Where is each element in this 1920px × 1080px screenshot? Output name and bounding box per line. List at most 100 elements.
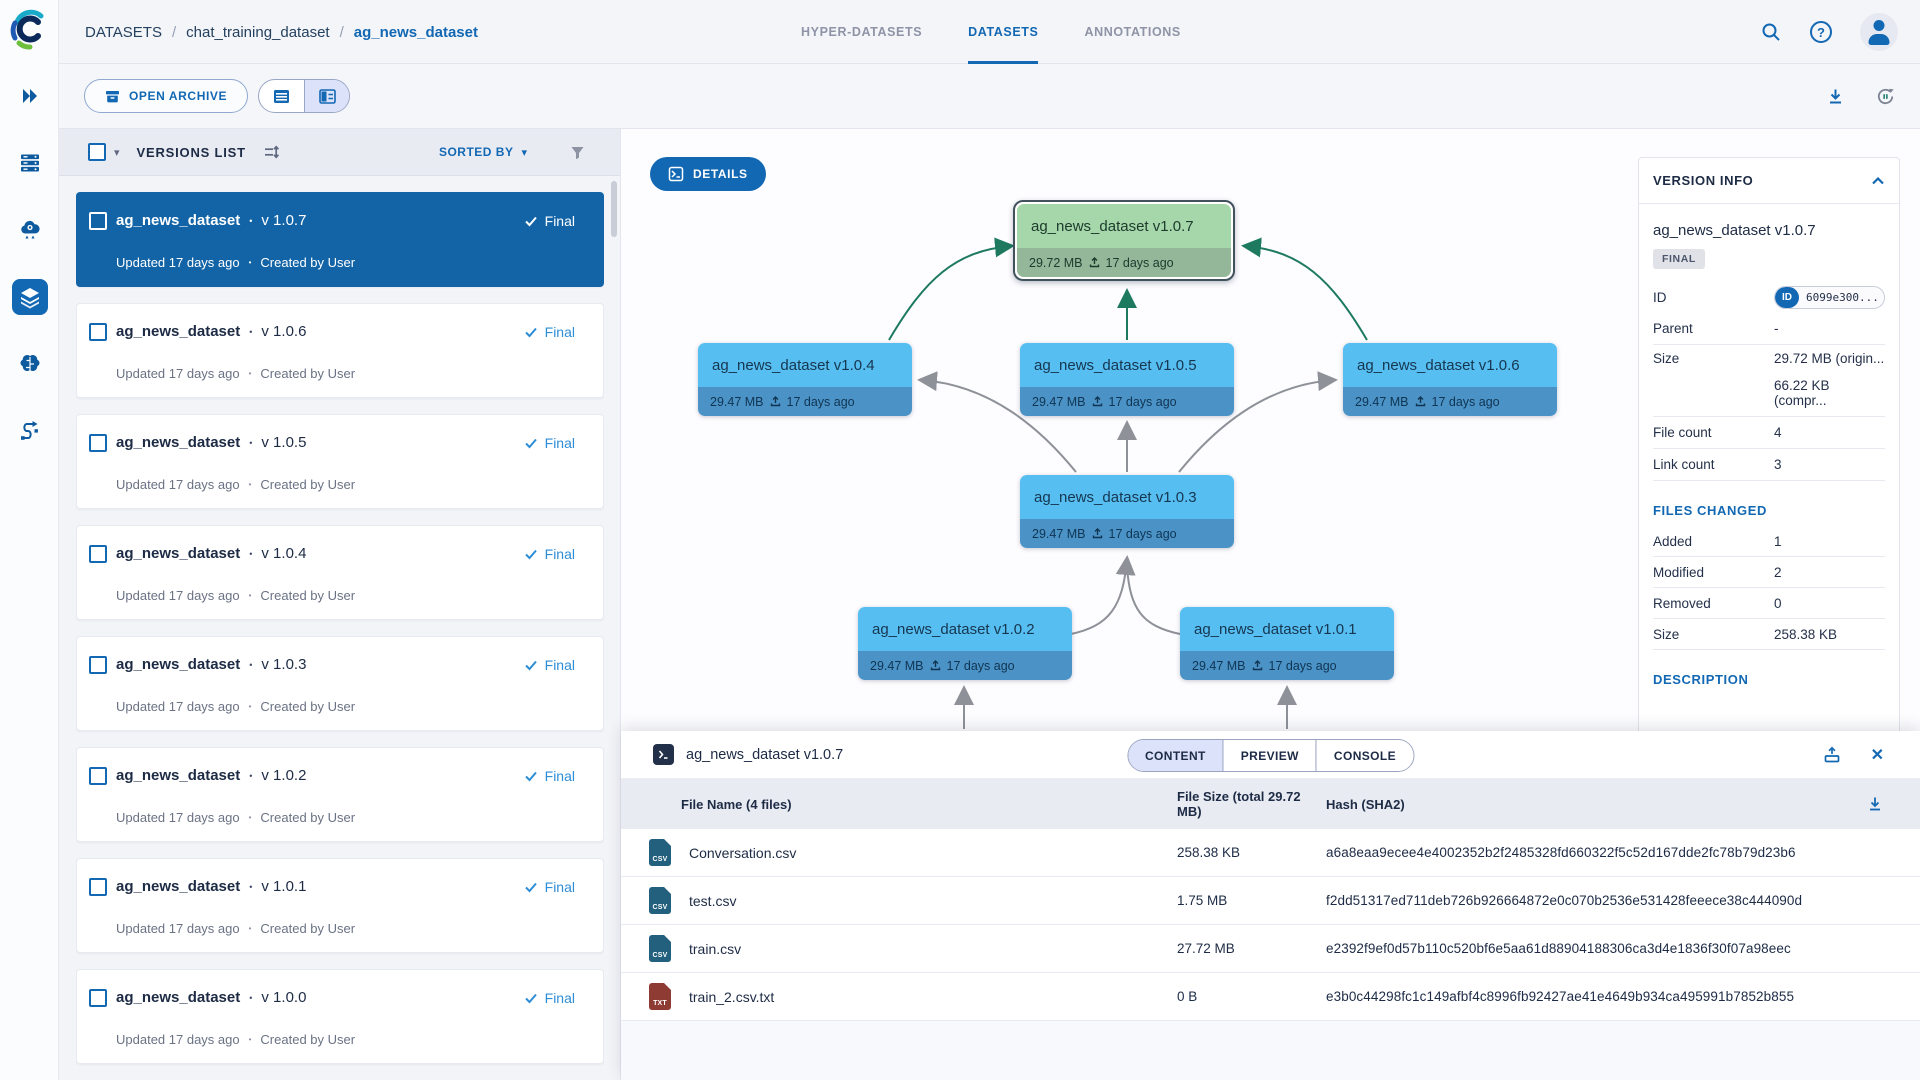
version-card-v1-0-2[interactable]: ag_news_dataset•v 1.0.2 Final Updated 17…: [76, 747, 604, 842]
sorted-by-button[interactable]: SORTED BY: [438, 145, 514, 159]
version-checkbox[interactable]: [89, 434, 107, 452]
check-icon: [524, 438, 537, 449]
breadcrumb-project[interactable]: chat_training_dataset: [186, 23, 330, 41]
column-hash[interactable]: Hash (SHA2): [1326, 796, 1405, 812]
open-archive-button[interactable]: OPEN ARCHIVE: [84, 79, 249, 113]
download-files-icon[interactable]: [1866, 795, 1884, 813]
version-checkbox[interactable]: [89, 878, 107, 896]
check-icon: [524, 216, 537, 227]
upload-icon: [930, 660, 940, 671]
select-all-caret-icon[interactable]: ▾: [114, 146, 120, 159]
upload-icon: [1092, 396, 1102, 407]
tab-preview[interactable]: PREVIEW: [1222, 740, 1316, 771]
column-file-size[interactable]: File Size (total 29.72 MB): [1177, 789, 1301, 819]
node-size: 29.72 MB: [1029, 255, 1083, 270]
tab-annotations[interactable]: ANNOTATIONS: [1084, 25, 1181, 39]
version-checkbox[interactable]: [89, 767, 107, 785]
status-badge: Final: [524, 324, 575, 340]
sidebar-item-models[interactable]: [12, 346, 48, 382]
breadcrumb-dataset[interactable]: ag_news_dataset: [353, 23, 478, 41]
upload-icon: [1252, 660, 1262, 671]
breadcrumb-datasets[interactable]: DATASETS: [85, 23, 162, 41]
column-file-name[interactable]: File Name (4 files): [681, 796, 792, 812]
node-label: ag_news_dataset v1.0.1: [1180, 607, 1394, 651]
version-card-v1-0-0[interactable]: ag_news_dataset•v 1.0.0 Final Updated 17…: [76, 969, 604, 1064]
table-view-toggle[interactable]: [259, 80, 304, 112]
file-size: 27.72 MB: [1177, 941, 1235, 956]
search-icon[interactable]: [1760, 21, 1782, 43]
node-size: 29.47 MB: [870, 658, 924, 673]
close-icon[interactable]: ✕: [1870, 747, 1884, 764]
sort-order-icon[interactable]: [262, 143, 280, 161]
versions-list-title: VERSIONS LIST: [136, 144, 246, 160]
details-button[interactable]: DETAILS: [650, 157, 766, 191]
auto-refresh-icon[interactable]: [1875, 86, 1896, 107]
version-number: v 1.0.0: [261, 989, 307, 1006]
version-card-v1-0-6[interactable]: ag_news_dataset•v 1.0.6 Final Updated 17…: [76, 303, 604, 398]
versions-list: ag_news_dataset•v 1.0.7 Final Updated 17…: [76, 176, 604, 1080]
version-card-v1-0-5[interactable]: ag_news_dataset•v 1.0.5 Final Updated 17…: [76, 414, 604, 509]
filter-icon[interactable]: [569, 144, 586, 161]
version-number: v 1.0.1: [261, 878, 307, 895]
file-name: test.csv: [689, 892, 737, 909]
top-header: DATASETS / chat_training_dataset / ag_ne…: [59, 0, 1920, 64]
node-size: 29.47 MB: [1192, 658, 1246, 673]
sidebar-item-pipelines[interactable]: [12, 413, 48, 449]
tab-hyper-datasets[interactable]: HYPER-DATASETS: [801, 25, 923, 39]
versions-scrollbar[interactable]: [611, 181, 617, 237]
expand-sidebar-icon[interactable]: [12, 78, 48, 114]
description-title: DESCRIPTION: [1653, 672, 1749, 687]
split-view-toggle[interactable]: [304, 80, 349, 112]
version-checkbox[interactable]: [89, 656, 107, 674]
version-card-v1-0-1[interactable]: ag_news_dataset•v 1.0.1 Final Updated 17…: [76, 858, 604, 953]
clearml-logo[interactable]: [8, 8, 50, 50]
version-card-v1-0-4[interactable]: ag_news_dataset•v 1.0.4 Final Updated 17…: [76, 525, 604, 620]
info-row-modified: Modified 2: [1653, 557, 1885, 588]
select-all-checkbox[interactable]: [88, 143, 106, 161]
sidebar-item-projects[interactable]: [12, 145, 48, 181]
check-icon: [524, 327, 537, 338]
version-number: v 1.0.5: [261, 434, 307, 451]
files-changed-title: FILES CHANGED: [1653, 503, 1767, 518]
final-badge: FINAL: [1653, 249, 1705, 269]
tab-content[interactable]: CONTENT: [1127, 740, 1223, 771]
expand-panel-icon[interactable]: [1823, 746, 1841, 764]
status-badge: Final: [524, 990, 575, 1006]
version-checkbox[interactable]: [89, 989, 107, 1007]
id-pill[interactable]: ID 6099e300...: [1774, 285, 1885, 309]
help-icon[interactable]: ?: [1810, 21, 1832, 43]
collapse-chevron-icon[interactable]: [1871, 174, 1885, 188]
download-icon[interactable]: [1826, 87, 1845, 106]
sorted-by-caret-icon[interactable]: ▾: [521, 146, 527, 159]
file-size: 0 B: [1177, 989, 1198, 1004]
tab-console[interactable]: CONSOLE: [1315, 740, 1414, 771]
sidebar-item-datasets[interactable]: [11, 279, 48, 315]
version-checkbox[interactable]: [89, 545, 107, 563]
version-card-v1-0-7[interactable]: ag_news_dataset•v 1.0.7 Final Updated 17…: [76, 192, 604, 287]
version-checkbox[interactable]: [89, 212, 107, 230]
sidebar-item-workers-services[interactable]: [12, 212, 48, 248]
node-label: ag_news_dataset v1.0.6: [1343, 343, 1557, 387]
breadcrumb: DATASETS / chat_training_dataset / ag_ne…: [85, 0, 478, 64]
version-number: v 1.0.6: [261, 323, 307, 340]
tab-datasets[interactable]: DATASETS: [968, 0, 1039, 64]
node-label: ag_news_dataset v1.0.5: [1020, 343, 1234, 387]
version-card-v1-0-3[interactable]: ag_news_dataset•v 1.0.3 Final Updated 17…: [76, 636, 604, 731]
user-avatar[interactable]: [1860, 13, 1898, 51]
version-checkbox[interactable]: [89, 323, 107, 341]
info-row-parent: Parent -: [1653, 313, 1885, 345]
status-badge: Final: [524, 879, 575, 895]
file-name: train.csv: [689, 940, 742, 957]
version-info-title: VERSION INFO: [1653, 173, 1754, 188]
